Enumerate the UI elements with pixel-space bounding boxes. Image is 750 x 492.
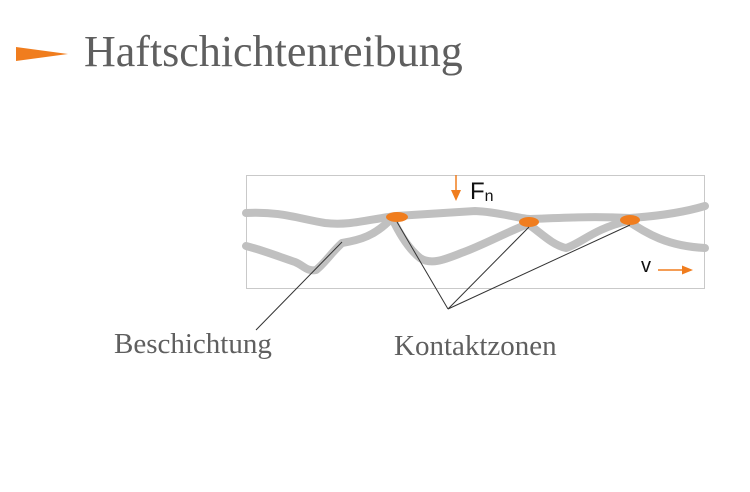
bullet-triangle xyxy=(16,47,68,61)
leader-line-contact-2 xyxy=(447,226,530,310)
velocity-arrow-head-icon xyxy=(682,265,693,275)
diagram-frame xyxy=(246,175,705,289)
velocity-label: v xyxy=(641,255,651,277)
slide-title: Haftschichtenreibung xyxy=(84,27,463,76)
coating-label: Beschichtung xyxy=(114,328,272,360)
force-symbol: F xyxy=(470,178,485,205)
leader-line-contact-3 xyxy=(447,224,631,310)
title-bullet-arrow-icon xyxy=(16,47,68,61)
contact-zone-2 xyxy=(519,217,539,227)
force-arrow-head-icon xyxy=(451,190,461,201)
leader-line-contact-1 xyxy=(396,221,449,310)
force-subscript: n xyxy=(484,188,494,205)
leader-line-coating xyxy=(255,241,343,331)
contact-zone-1 xyxy=(386,212,408,222)
contact-zone-3 xyxy=(620,215,640,225)
contact-zones-label: Kontaktzonen xyxy=(394,330,557,362)
lower-surface xyxy=(242,214,709,275)
normal-force-label: Fn xyxy=(470,178,494,206)
